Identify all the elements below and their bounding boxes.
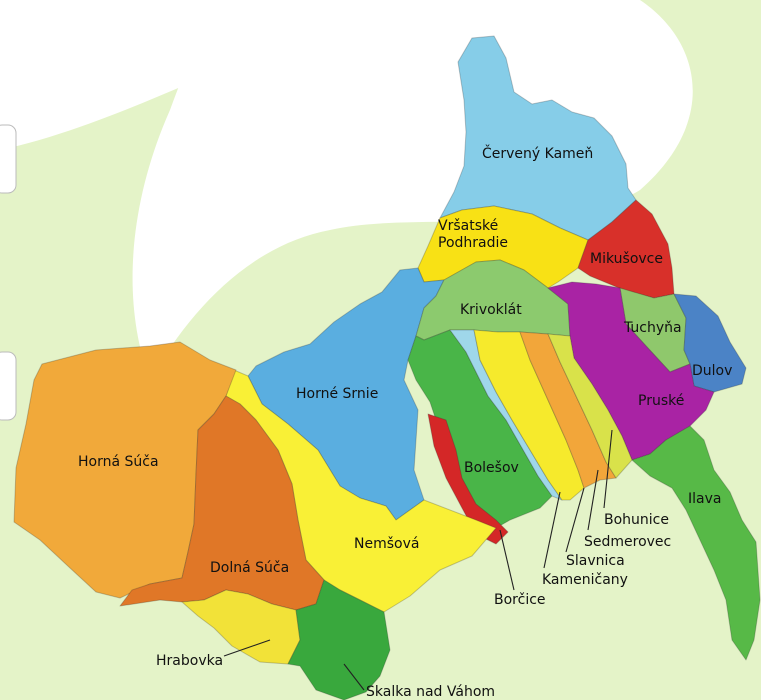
leader-line-borcice [499,529,515,591]
label-tuchyna: Tuchyňa [623,320,682,336]
leader-line-slavnica [565,487,585,553]
leader-line-skalka [343,663,365,691]
label-dulov: Dulov [692,363,732,379]
label-bolesov: Bolešov [464,460,519,476]
label-nemsova: Nemšová [354,536,419,552]
region-borcice[interactable] [427,413,509,545]
side-tab-top [0,124,17,194]
region-mikusovce[interactable] [577,199,675,299]
leader-line-bohunice [603,429,613,509]
label-cerveny-kamen: Červený Kameň [482,144,593,162]
label-ilava: Ilava [688,491,721,507]
label-pruske: Pruské [638,393,684,409]
label-bohunice: Bohunice [604,512,669,528]
label-vrsatske: Vršatské [438,218,498,234]
label-horna-suca: Horná Súča [78,454,159,470]
label-krivoklat: Krivoklát [460,302,522,318]
leader-line-sedmerovec [587,469,599,531]
label-mikusovce: Mikušovce [590,251,663,267]
label-skalka-nad-vahom: Skalka nad Váhom [366,684,495,700]
label-kamenicany: Kameničany [542,572,628,588]
region-ilava[interactable] [631,425,761,661]
label-borcice: Borčice [494,592,546,608]
label-dolna-suca: Dolná Súča [210,560,289,576]
label-hrabovka: Hrabovka [156,653,223,669]
label-slavnica: Slavnica [566,553,625,569]
label-podhradie: Podhradie [438,235,508,251]
side-tab-bottom [0,351,17,421]
leader-line-kamenicany [543,491,561,569]
label-sedmerovec: Sedmerovec [584,534,671,550]
label-horne-srnie: Horné Srnie [296,386,378,402]
region-skalka-nad-vahom[interactable] [287,579,391,700]
background-white-shape [132,0,693,380]
leader-line-hrabovka [223,639,271,657]
region-dulov[interactable] [673,293,747,393]
